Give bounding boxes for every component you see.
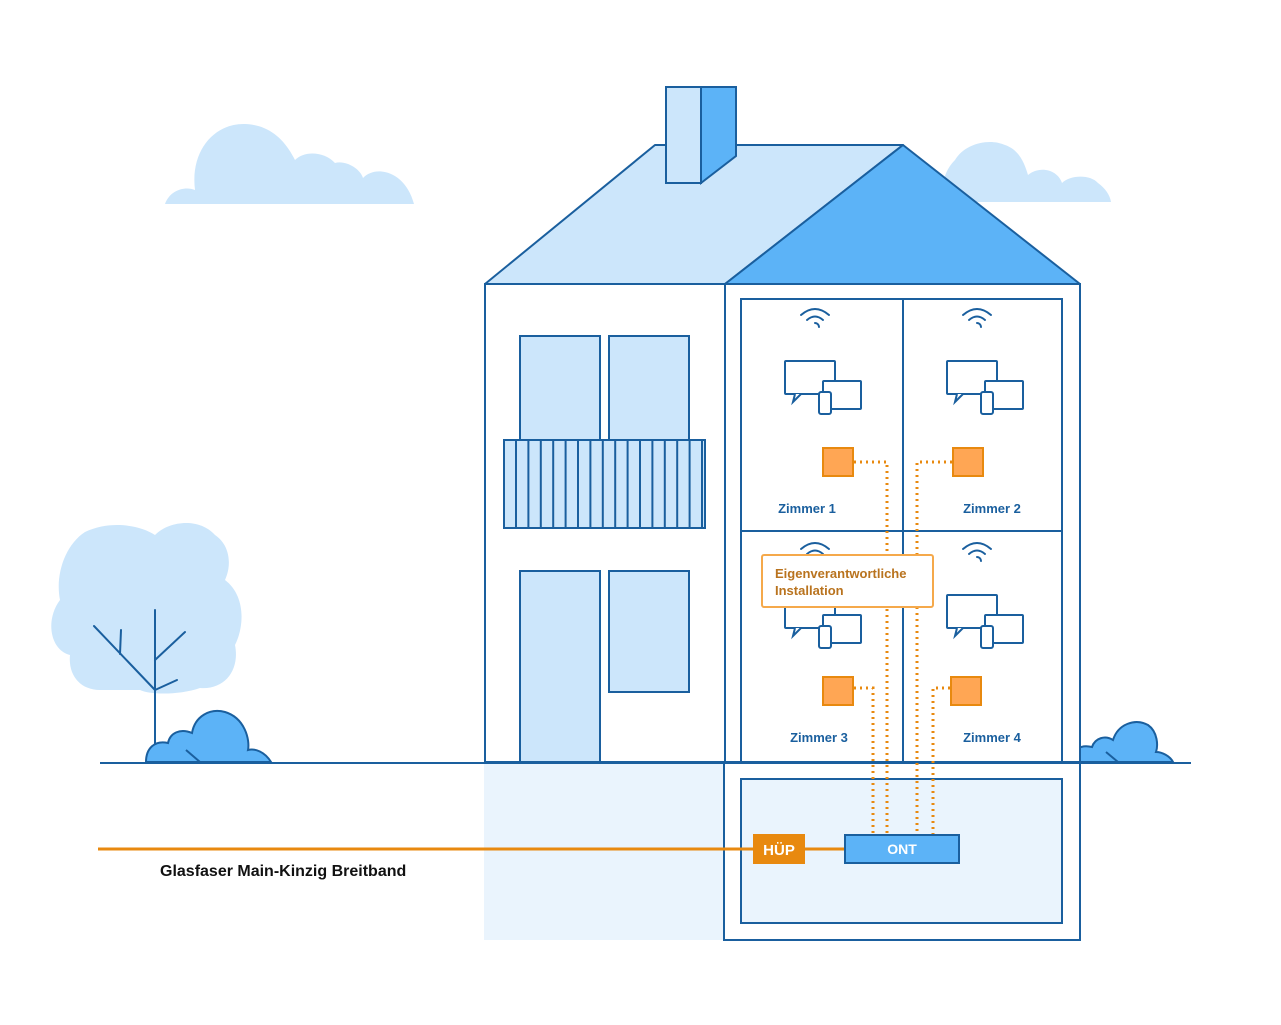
- hup-label: HÜP: [763, 842, 795, 859]
- cloud-right: [942, 141, 1111, 202]
- socket-room-3: [822, 676, 854, 706]
- fiber-provider-label: Glasfaser Main-Kinzig Breitband: [160, 863, 406, 880]
- ont-label: ONT: [887, 841, 917, 857]
- window-upper-left: [519, 335, 601, 447]
- bush-left: [144, 710, 273, 763]
- room-label-3: Zimmer 3: [790, 730, 848, 745]
- socket-room-1: [822, 447, 854, 477]
- cloud-left: [165, 123, 414, 204]
- hup-box: HÜP: [753, 834, 805, 864]
- door: [519, 570, 601, 763]
- window-lower: [608, 570, 690, 693]
- bush-right: [1070, 721, 1175, 763]
- tree-crown: [51, 522, 242, 694]
- room-label-2: Zimmer 2: [963, 501, 1021, 516]
- ont-box: ONT: [844, 834, 960, 864]
- callout-line-2: Installation: [775, 583, 844, 598]
- socket-room-2: [952, 447, 984, 477]
- room-label-1: Zimmer 1: [778, 501, 836, 516]
- inhouse-cabling: [854, 460, 952, 835]
- balcony: [503, 439, 706, 529]
- window-upper-right: [608, 335, 690, 447]
- tree: [51, 522, 242, 763]
- room-label-4: Zimmer 4: [963, 730, 1022, 745]
- self-installation-callout: Eigenverantwortliche Installation: [761, 554, 934, 608]
- basement-left: [484, 763, 724, 940]
- callout-line-1: Eigenverantwortliche: [775, 566, 906, 581]
- socket-room-4: [950, 676, 982, 706]
